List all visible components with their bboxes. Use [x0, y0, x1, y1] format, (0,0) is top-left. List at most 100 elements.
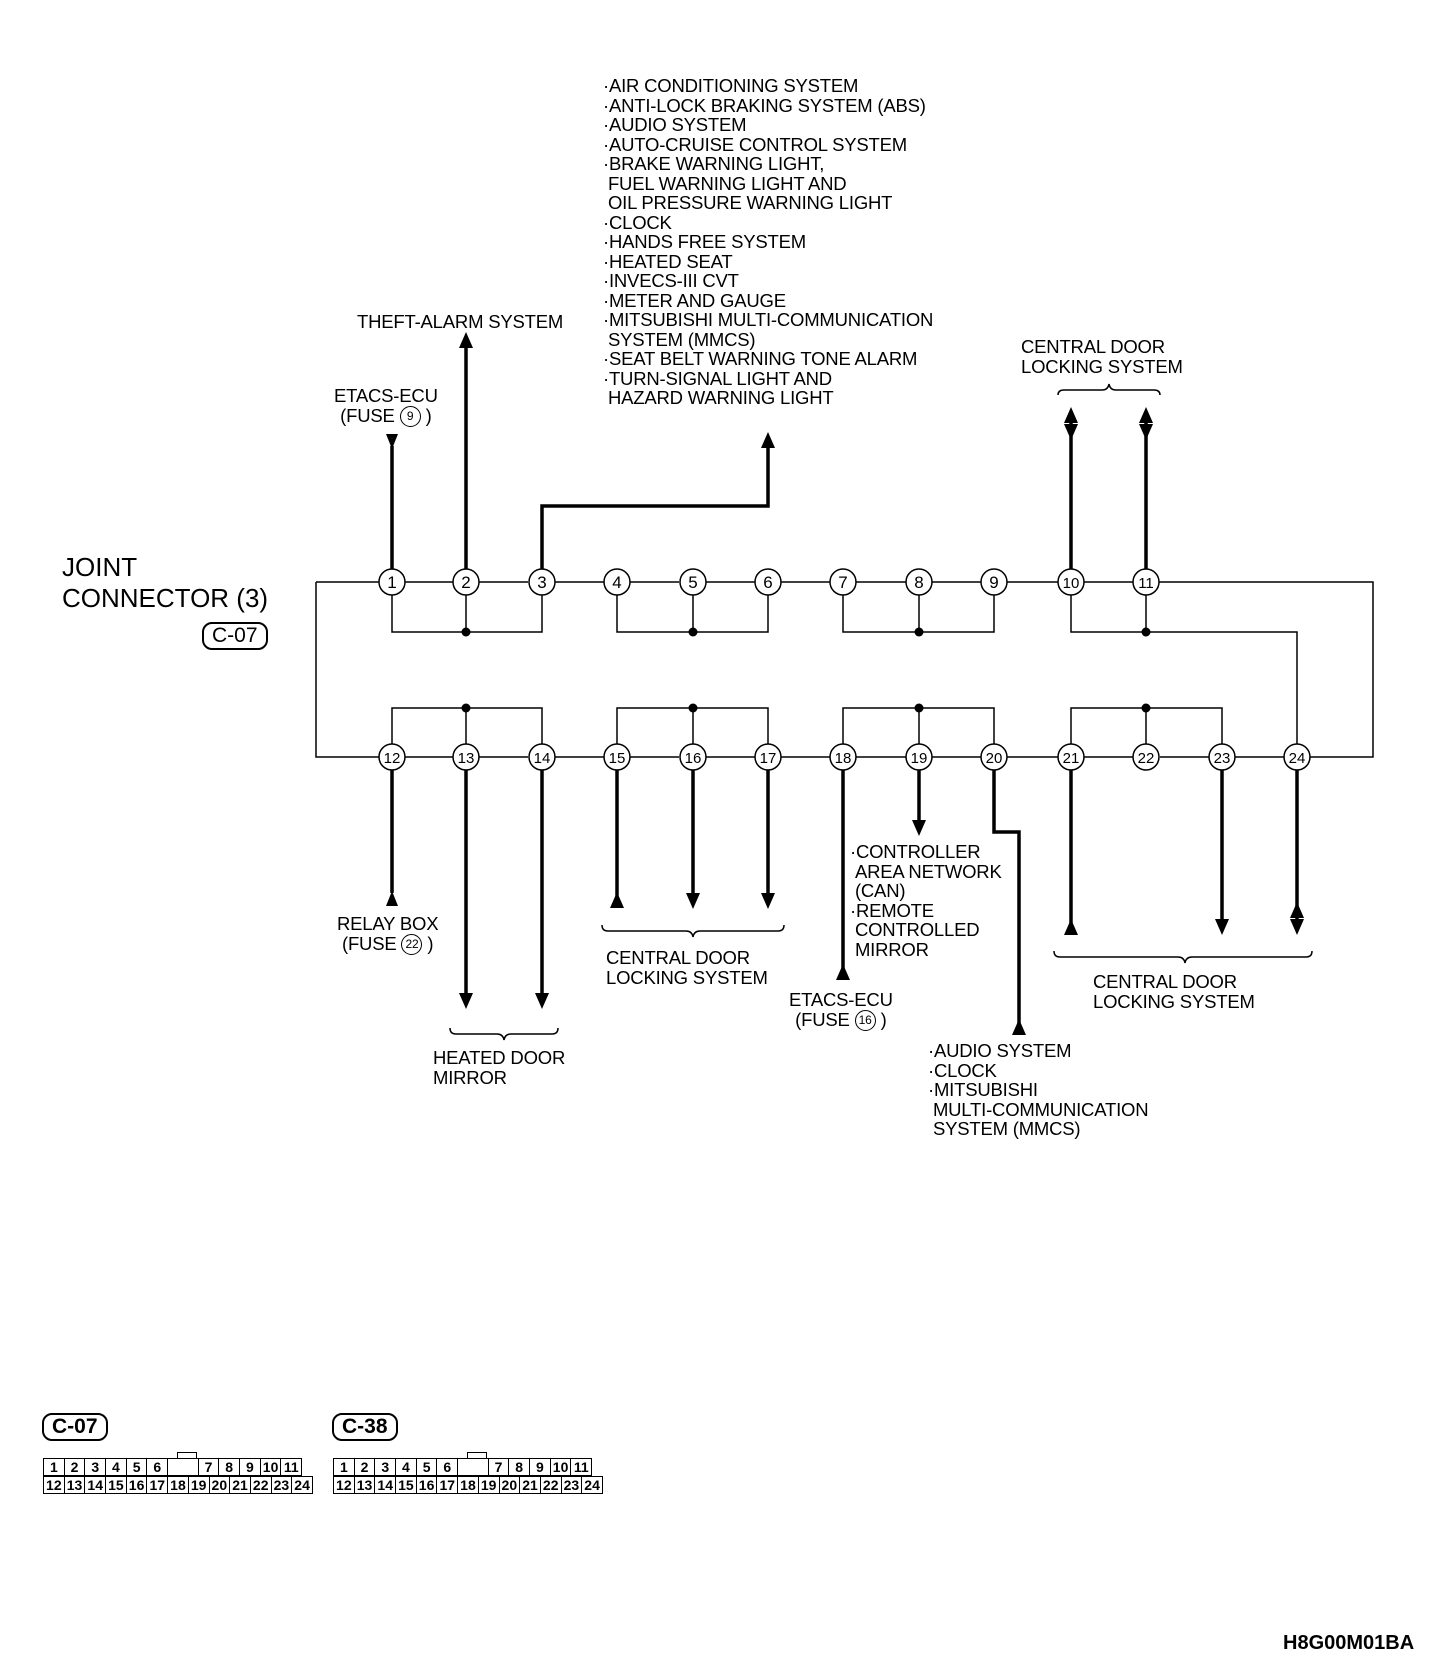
label-line: ·REMOTE — [850, 899, 934, 921]
pin-circle — [905, 743, 933, 771]
connector-lock-tab — [177, 1452, 197, 1459]
connector-view-pin: 21 — [519, 1476, 541, 1494]
bus-junction-dots — [461, 627, 1151, 713]
pin-number: 19 — [911, 750, 928, 767]
pin-number: 7 — [838, 573, 847, 592]
label-systems-list: ·AIR CONDITIONING SYSTEM·ANTI-LOCK BRAKI… — [603, 76, 933, 408]
arrow-pin-2 — [459, 332, 473, 348]
label-line: THEFT-ALARM SYSTEM — [357, 311, 564, 332]
pin-circle — [829, 568, 857, 596]
wire-pin-3 — [540, 440, 770, 570]
label-line: RELAY BOX — [337, 913, 439, 934]
connector-view-pin — [167, 1458, 199, 1476]
arrow-pin-16 — [686, 893, 700, 909]
label-line: CONTROLLED — [850, 919, 980, 940]
label-line: ·AIR CONDITIONING SYSTEM — [603, 75, 859, 96]
connector-view-pin: 1 — [43, 1458, 65, 1476]
label-heated-mirror: HEATED DOOR MIRROR — [433, 1048, 565, 1087]
title-line-1: JOINT — [62, 552, 138, 582]
connector-view-pin: 14 — [84, 1476, 107, 1494]
label-line: ·SEAT BELT WARNING TONE ALARM — [603, 348, 918, 369]
label-central-door-right: CENTRAL DOOR LOCKING SYSTEM — [1093, 972, 1255, 1011]
connector-view-pin: 2 — [353, 1458, 376, 1476]
braces — [449, 383, 1313, 1041]
connector-view-pin: 10 — [259, 1458, 282, 1476]
pin-number: 8 — [914, 573, 923, 592]
arrow-pin-20 — [1012, 1019, 1026, 1035]
connector-outline — [315, 581, 1374, 758]
connector-view-pin: 3 — [374, 1458, 397, 1476]
connector-view-pin: 12 — [43, 1476, 65, 1494]
connector-view-id: C-38 — [332, 1413, 398, 1441]
pin-circle — [528, 743, 556, 771]
pin-number: 9 — [989, 573, 998, 592]
arrow-pin-1 — [386, 434, 398, 449]
connector-view-pin: 22 — [249, 1476, 272, 1494]
connector-view-pin: 18 — [457, 1476, 479, 1494]
pin-circle — [754, 568, 782, 596]
arrow-pin-11-up — [1139, 407, 1153, 423]
pin-number: 22 — [1138, 750, 1155, 767]
label-line: ·HEATED SEAT — [603, 250, 733, 272]
connector-view-pin: 12 — [333, 1476, 355, 1494]
label-line: ·BRAKE WARNING LIGHT, — [603, 153, 825, 174]
connector-view-pin: 13 — [63, 1476, 86, 1494]
connector-view-pin: 10 — [549, 1458, 572, 1476]
label-line: ETACS-ECU — [789, 989, 893, 1010]
label-line: HAZARD WARNING LIGHT — [603, 387, 834, 408]
pin-circle — [452, 743, 480, 771]
arrow-pin-23 — [1215, 919, 1229, 935]
label-line: (FUSE 9 ) — [340, 404, 432, 428]
connector-view-pin: 16 — [125, 1476, 148, 1494]
pin-circle — [679, 743, 707, 771]
pin-circle — [980, 743, 1008, 771]
arrow-pin-13 — [459, 993, 473, 1009]
arrow-pin-12 — [386, 891, 398, 906]
label-line: ·AUDIO SYSTEM — [928, 1040, 1072, 1061]
brace-central-door-right — [1053, 950, 1313, 964]
fuse-number-badge: 16 — [854, 1010, 876, 1032]
label-line: (FUSE 16 ) — [795, 1008, 887, 1032]
title-line-2: CONNECTOR (3) — [62, 583, 269, 613]
connector-view-pin: 2 — [63, 1458, 86, 1476]
connector-view-pin: 24 — [581, 1476, 603, 1494]
label-etacs-bottom: ETACS-ECU (FUSE 16 ) — [789, 989, 893, 1032]
pin-circle — [1057, 568, 1085, 596]
label-line: LOCKING SYSTEM — [606, 966, 768, 988]
label-line: ·AUDIO SYSTEM — [603, 114, 747, 135]
arrow-pin-14 — [535, 993, 549, 1009]
connector-view-pin: 5 — [125, 1458, 148, 1476]
arrow-pin-11-down — [1139, 424, 1153, 440]
label-line: ETACS-ECU — [334, 385, 438, 406]
label-line: FUEL WARNING LIGHT AND — [603, 172, 847, 194]
connector-view-pin: 1 — [333, 1458, 355, 1476]
connector-lock-tab — [467, 1452, 487, 1459]
pin-number: 18 — [835, 750, 852, 767]
label-relay-box: RELAY BOX (FUSE 22 ) — [337, 913, 439, 956]
connector-view-pin: 18 — [167, 1476, 189, 1494]
label-can-mirror: ·CONTROLLER AREA NETWORK (CAN)·REMOTE CO… — [850, 842, 1002, 959]
external-wires — [390, 344, 1299, 1025]
pin-number: 6 — [763, 573, 772, 592]
pin-number: 21 — [1063, 750, 1080, 767]
pin-circle — [1208, 743, 1236, 771]
connector-view-pin: 17 — [146, 1476, 169, 1494]
pin-circle — [378, 743, 406, 771]
connector-view-pin: 6 — [146, 1458, 169, 1476]
connector-view-pin: 4 — [395, 1458, 417, 1476]
label-line: SYSTEM (MMCS) — [928, 1118, 1081, 1139]
label-line: CENTRAL DOOR — [1021, 336, 1165, 357]
pin-number: 14 — [534, 750, 551, 767]
connector-view-pin: 23 — [560, 1476, 583, 1494]
connector-view-pin: 8 — [218, 1458, 241, 1476]
connector-view-pin: 6 — [436, 1458, 459, 1476]
label-line: CENTRAL DOOR — [1093, 971, 1237, 992]
pin-circle — [980, 568, 1008, 596]
connector-view-pin: 19 — [187, 1476, 210, 1494]
label-line: ·METER AND GAUGE — [603, 289, 786, 311]
connector-view-pin: 17 — [436, 1476, 459, 1494]
